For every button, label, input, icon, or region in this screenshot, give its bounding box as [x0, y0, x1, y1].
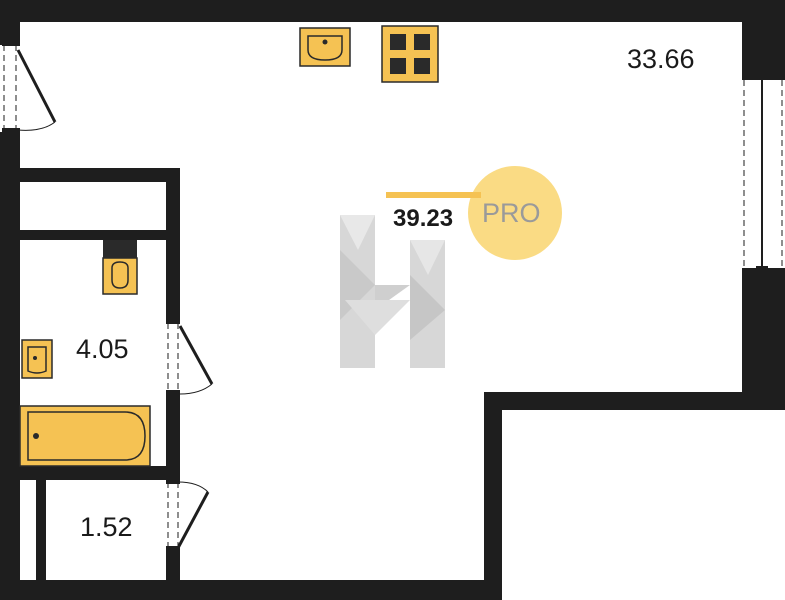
room-area-wardrobe: 1.52 — [80, 512, 133, 542]
pro-badge-text: PRO — [482, 198, 541, 228]
door-icon — [2, 40, 57, 134]
door-icon — [166, 478, 210, 552]
watermark-logo — [340, 215, 445, 368]
sink-icon — [299, 27, 351, 67]
total-area: 39.23 — [393, 205, 454, 232]
stove-icon — [381, 25, 439, 83]
pro-badge — [468, 166, 562, 260]
sink-icon — [21, 339, 53, 379]
badge-underline — [386, 192, 481, 198]
toilet-icon — [102, 240, 138, 295]
room-area-bathroom: 4.05 — [76, 334, 129, 364]
window-icon — [743, 72, 784, 274]
bathtub-icon — [19, 405, 151, 467]
room-area-living: 33.66 — [627, 44, 695, 74]
door-icon — [166, 318, 214, 396]
